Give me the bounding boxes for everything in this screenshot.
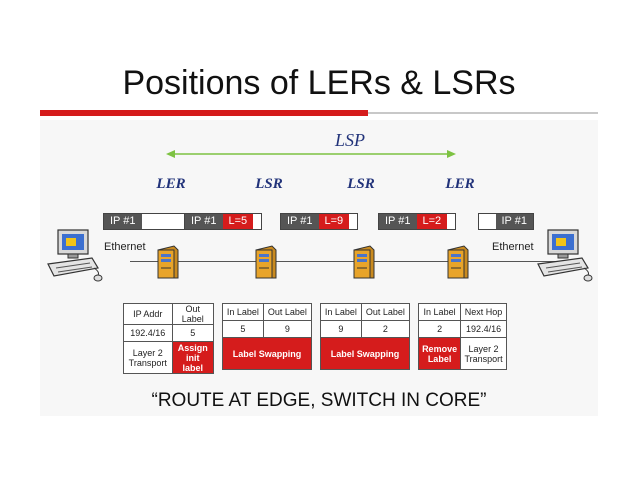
table-header: Out Label <box>360 303 411 321</box>
ethernet-label-left: Ethernet <box>104 241 146 253</box>
node-label-lsr-2: LSR <box>347 176 375 192</box>
workstation-icon <box>537 229 593 282</box>
mpls-diagram: LSP LER LSR LSR LER IP #1 IP #1 L=5 IP #… <box>40 120 598 416</box>
packet-2: IP #1 L=9 <box>280 213 359 230</box>
table-cell: 5 <box>171 324 215 342</box>
lsp-label: LSP <box>334 130 365 150</box>
table-action-cell: Remove Label <box>417 337 462 370</box>
node-label-ler-ingress: LER <box>156 176 186 192</box>
table-action-cell: Label Swapping <box>320 337 410 370</box>
table-header: In Label <box>417 303 462 321</box>
table-cell: 5 <box>222 320 264 338</box>
ingress-ler-table: IP Addr Out Label 192.4/16 5 Layer 2 Tra… <box>123 303 215 374</box>
router-tower-icon <box>353 245 375 279</box>
table-cell: 2 <box>417 320 462 338</box>
node-label-lsr-1: LSR <box>255 176 283 192</box>
table-action-cell: Assign init label <box>171 341 215 374</box>
table-header: Out Label <box>171 303 215 325</box>
table-cell: 192.4/16 <box>460 320 507 338</box>
slide-caption: “ROUTE AT EDGE, SWITCH IN CORE” <box>151 390 487 411</box>
lsp-double-arrow-icon <box>166 150 456 158</box>
router-tower-icon <box>157 245 179 279</box>
table-cell: 2 <box>360 320 411 338</box>
router-tower-icon <box>255 245 277 279</box>
table-action-cell: Layer 2 Transport <box>123 341 173 374</box>
slide-title: Positions of LERs & LSRs <box>122 64 516 102</box>
packet-1: IP #1 L=5 <box>184 213 263 230</box>
node-label-ler-egress: LER <box>445 176 475 192</box>
packet-4: IP #1 <box>478 213 534 230</box>
packet-ip: IP #1 <box>379 214 417 229</box>
packet-label: L=2 <box>416 214 448 229</box>
table-header: In Label <box>320 303 362 321</box>
lsr2-table: In Label Out Label 9 2 Label Swapping <box>320 303 411 370</box>
packet-ip: IP #1 <box>185 214 223 229</box>
title-underline-red <box>40 110 368 116</box>
table-cell: 9 <box>262 320 313 338</box>
table-action-cell: Label Swapping <box>222 337 312 370</box>
table-header: Next Hop <box>460 303 507 321</box>
packet-ip: IP #1 <box>281 214 319 229</box>
table-cell: 192.4/16 <box>123 324 173 342</box>
table-cell: 9 <box>320 320 362 338</box>
table-header: In Label <box>222 303 264 321</box>
packet-3: IP #1 L=2 <box>378 213 457 230</box>
lsr1-table: In Label Out Label 5 9 Label Swapping <box>222 303 313 370</box>
table-header: Out Label <box>262 303 313 321</box>
ethernet-label-right: Ethernet <box>492 241 534 253</box>
packet-label: L=9 <box>318 214 350 229</box>
table-action-cell: Layer 2 Transport <box>460 337 507 370</box>
packet-0: IP #1 <box>103 213 185 230</box>
router-tower-icon <box>447 245 469 279</box>
title-underline-grey <box>368 112 598 114</box>
table-header: IP Addr <box>123 303 173 325</box>
egress-ler-table: In Label Next Hop 2 192.4/16 Remove Labe… <box>417 303 507 370</box>
workstation-icon <box>47 229 103 282</box>
packet-ip: IP #1 <box>104 214 142 229</box>
packet-label: L=5 <box>222 214 254 229</box>
packet-ip: IP #1 <box>495 214 533 229</box>
